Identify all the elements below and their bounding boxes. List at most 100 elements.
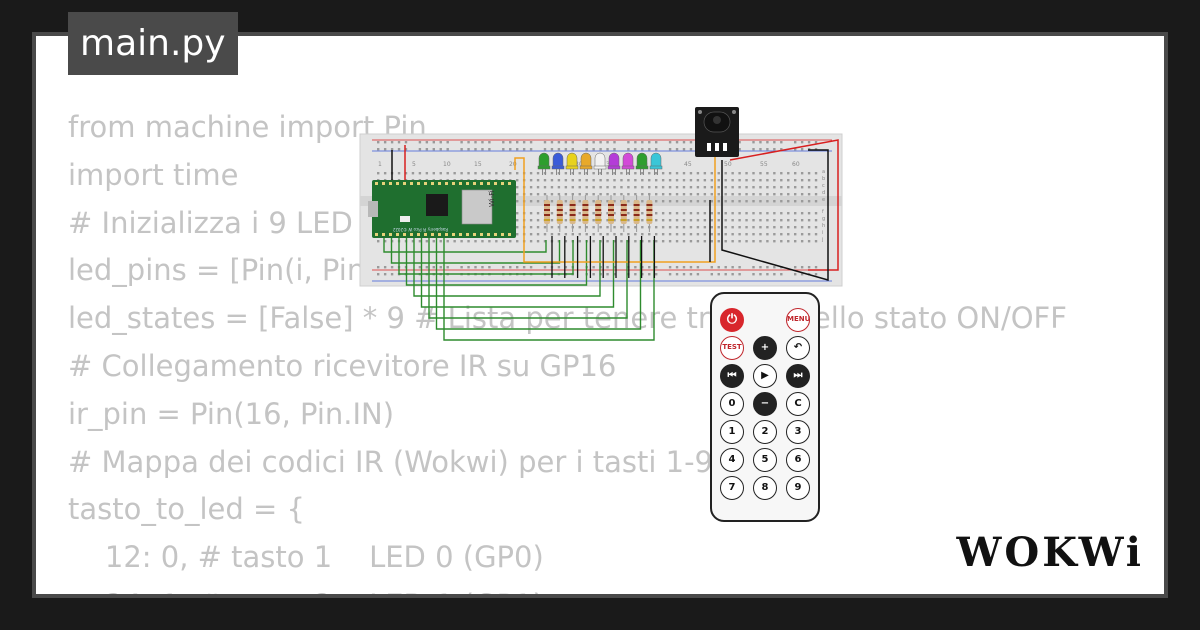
breadboard-hole bbox=[717, 219, 720, 222]
remote-button-eight[interactable]: 8 bbox=[753, 476, 777, 500]
breadboard-hole bbox=[613, 193, 616, 196]
remote-button-four[interactable]: 4 bbox=[720, 448, 744, 472]
breadboard-hole bbox=[696, 212, 700, 215]
breadboard-hole bbox=[460, 172, 463, 175]
breadboard-hole bbox=[773, 186, 776, 189]
remote-button-six[interactable]: 6 bbox=[786, 448, 810, 472]
pin-header bbox=[431, 233, 434, 236]
breadboard-hole bbox=[710, 193, 713, 196]
breadboard-hole bbox=[634, 273, 637, 276]
resistor-band bbox=[620, 214, 627, 216]
breadboard-hole bbox=[585, 148, 588, 151]
remote-button-menu[interactable]: MENU bbox=[786, 308, 810, 332]
breadboard-hole bbox=[773, 233, 776, 236]
remote-button-one[interactable]: 1 bbox=[720, 420, 744, 444]
breadboard-hole bbox=[404, 141, 408, 144]
breadboard-hole bbox=[613, 200, 616, 203]
resistor-band bbox=[569, 214, 576, 216]
breadboard-hole bbox=[738, 200, 741, 203]
breadboard-hole bbox=[613, 233, 616, 236]
breadboard-hole bbox=[620, 240, 623, 243]
breadboard-hole bbox=[599, 179, 602, 182]
breadboard-hole bbox=[613, 186, 616, 189]
breadboard-hole bbox=[550, 219, 554, 222]
power-icon[interactable]: ⏻ bbox=[720, 308, 744, 332]
breadboard-hole bbox=[759, 212, 762, 215]
breadboard-hole bbox=[648, 141, 651, 144]
filename-tab[interactable]: main.py bbox=[68, 12, 238, 75]
breadboard-hole bbox=[655, 193, 658, 196]
breadboard-hole bbox=[787, 200, 790, 203]
minus-icon[interactable]: − bbox=[753, 392, 777, 416]
breadboard-hole bbox=[390, 273, 394, 276]
breadboard-hole bbox=[550, 179, 554, 182]
breadboard-hole bbox=[613, 179, 616, 182]
breadboard-hole bbox=[613, 219, 616, 222]
breadboard-hole bbox=[710, 226, 713, 229]
resistor-band bbox=[582, 214, 589, 216]
play-icon[interactable]: ▶ bbox=[753, 364, 777, 388]
remote-button-three[interactable]: 3 bbox=[786, 420, 810, 444]
breadboard-hole bbox=[724, 200, 727, 203]
column-number: 55 bbox=[760, 161, 768, 168]
breadboard-hole bbox=[439, 148, 442, 151]
breadboard-hole bbox=[390, 141, 394, 144]
previous-icon[interactable]: ⏮ bbox=[720, 364, 744, 388]
breadboard-hole bbox=[641, 200, 644, 203]
breadboard-hole bbox=[592, 212, 595, 215]
breadboard-hole bbox=[703, 219, 707, 222]
resistor-band bbox=[633, 219, 640, 221]
breadboard-hole bbox=[648, 179, 651, 182]
breadboard-hole bbox=[745, 226, 748, 229]
code-line: ir_pin = Pin(16, Pin.IN) bbox=[68, 396, 395, 431]
breadboard-hole bbox=[773, 193, 776, 196]
plus-icon[interactable]: + bbox=[753, 336, 777, 360]
breadboard-hole bbox=[509, 266, 512, 269]
breadboard-hole bbox=[696, 179, 700, 182]
breadboard-hole bbox=[432, 148, 435, 151]
breadboard-hole bbox=[606, 226, 609, 229]
breadboard-hole bbox=[668, 179, 672, 182]
next-icon[interactable]: ⏭ bbox=[786, 364, 810, 388]
breadboard-hole bbox=[661, 233, 665, 236]
remote-button-c[interactable]: C bbox=[786, 392, 810, 416]
breadboard-hole bbox=[529, 179, 533, 182]
breadboard-hole bbox=[641, 266, 644, 269]
breadboard-hole bbox=[794, 141, 797, 144]
remote-button-seven[interactable]: 7 bbox=[720, 476, 744, 500]
breadboard-hole bbox=[481, 172, 484, 175]
pin-header bbox=[487, 182, 490, 185]
breadboard-hole bbox=[564, 226, 568, 229]
breadboard-hole bbox=[418, 266, 422, 269]
breadboard-hole bbox=[661, 186, 665, 189]
breadboard-hole bbox=[807, 240, 811, 243]
remote-button-five[interactable]: 5 bbox=[753, 448, 777, 472]
resistor-band bbox=[633, 204, 640, 206]
breadboard-hole bbox=[655, 219, 658, 222]
breadboard-hole bbox=[807, 179, 811, 182]
remote-button-zero[interactable]: 0 bbox=[720, 392, 744, 416]
breadboard-hole bbox=[703, 179, 707, 182]
breadboard-hole bbox=[377, 266, 380, 269]
breadboard-hole bbox=[731, 186, 734, 189]
remote-button-test[interactable]: TEST bbox=[720, 336, 744, 360]
breadboard-hole bbox=[689, 179, 693, 182]
breadboard-hole bbox=[668, 186, 672, 189]
breadboard-hole bbox=[627, 179, 630, 182]
breadboard-hole bbox=[738, 186, 741, 189]
breadboard-hole bbox=[738, 148, 741, 151]
led-wire bbox=[428, 236, 628, 319]
breadboard-hole bbox=[703, 193, 707, 196]
breadboard-hole bbox=[807, 148, 811, 151]
breadboard-hole bbox=[529, 240, 533, 243]
breadboard-hole bbox=[606, 240, 609, 243]
remote-button-two[interactable]: 2 bbox=[753, 420, 777, 444]
breadboard-hole bbox=[578, 186, 581, 189]
breadboard-hole bbox=[495, 172, 498, 175]
breadboard-hole bbox=[752, 186, 755, 189]
breadboard-hole bbox=[522, 148, 526, 151]
row-letter: g bbox=[822, 216, 825, 222]
remote-button-nine[interactable]: 9 bbox=[786, 476, 810, 500]
back-icon[interactable]: ↶ bbox=[786, 336, 810, 360]
